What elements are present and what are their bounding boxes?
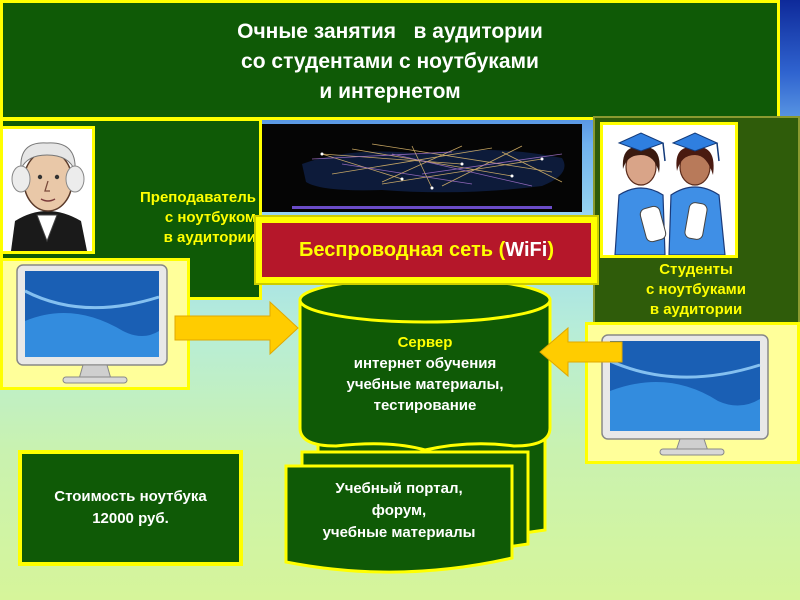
network-map-image xyxy=(262,124,582,212)
monitor-icon xyxy=(601,334,769,456)
wifi-label-wifi: WiFi xyxy=(505,238,548,261)
wifi-label: Беспроводная сеть (WiFi) xyxy=(262,223,591,277)
portal-label: Учебный портал, форум, учебные материалы xyxy=(285,478,513,544)
cost-line-1: Стоимость ноутбука xyxy=(54,488,207,505)
teacher-line-2: с ноутбуком xyxy=(164,209,256,226)
server-label: Сервер интернет обучения учебные материа… xyxy=(302,332,548,416)
arrow-left-icon xyxy=(539,326,623,378)
monitor-icon xyxy=(16,264,168,384)
teacher-line-1: Преподаватель xyxy=(140,189,256,206)
teacher-label: Преподаватель с ноутбуком в аудитории xyxy=(94,188,256,248)
teacher-portrait xyxy=(0,126,95,254)
students-label: Студенты с ноутбуками в аудитории xyxy=(612,260,780,318)
cost-line-2: 12000 руб. xyxy=(92,510,169,527)
portal-line-1: Учебный портал, xyxy=(335,480,463,497)
portal-line-3: учебные материалы xyxy=(322,524,476,541)
server-cylinder-body xyxy=(298,298,552,452)
server-line-1: Сервер xyxy=(397,334,453,351)
laptop-cost-box: Стоимость ноутбука 12000 руб. xyxy=(18,450,243,566)
title-line-3: и интернетом xyxy=(319,80,461,103)
students-image xyxy=(600,122,738,258)
wifi-banner: Беспроводная сеть (WiFi) xyxy=(254,215,599,285)
wifi-label-end: ) xyxy=(547,238,554,261)
students-line-3: в аудитории xyxy=(649,301,743,318)
server-line-3: учебные материалы, xyxy=(346,376,504,393)
portal-document-front xyxy=(284,464,514,574)
portal-line-2: форум, xyxy=(371,502,427,519)
students-line-2: с ноутбуками xyxy=(646,281,746,298)
arrow-right-icon xyxy=(174,300,299,356)
students-line-1: Студенты xyxy=(659,261,733,278)
server-line-4: тестирование xyxy=(373,397,477,414)
title-box: Очные занятия в аудитории со студентами … xyxy=(0,0,780,120)
title-line-2: со студентами с ноутбуками xyxy=(241,50,539,73)
title-line-1: Очные занятия в аудитории xyxy=(237,20,543,43)
server-line-2: интернет обучения xyxy=(353,355,497,372)
teacher-laptop-panel xyxy=(0,258,190,390)
wifi-label-text: Беспроводная сеть ( xyxy=(299,238,506,261)
teacher-line-3: в аудитории xyxy=(163,229,256,246)
